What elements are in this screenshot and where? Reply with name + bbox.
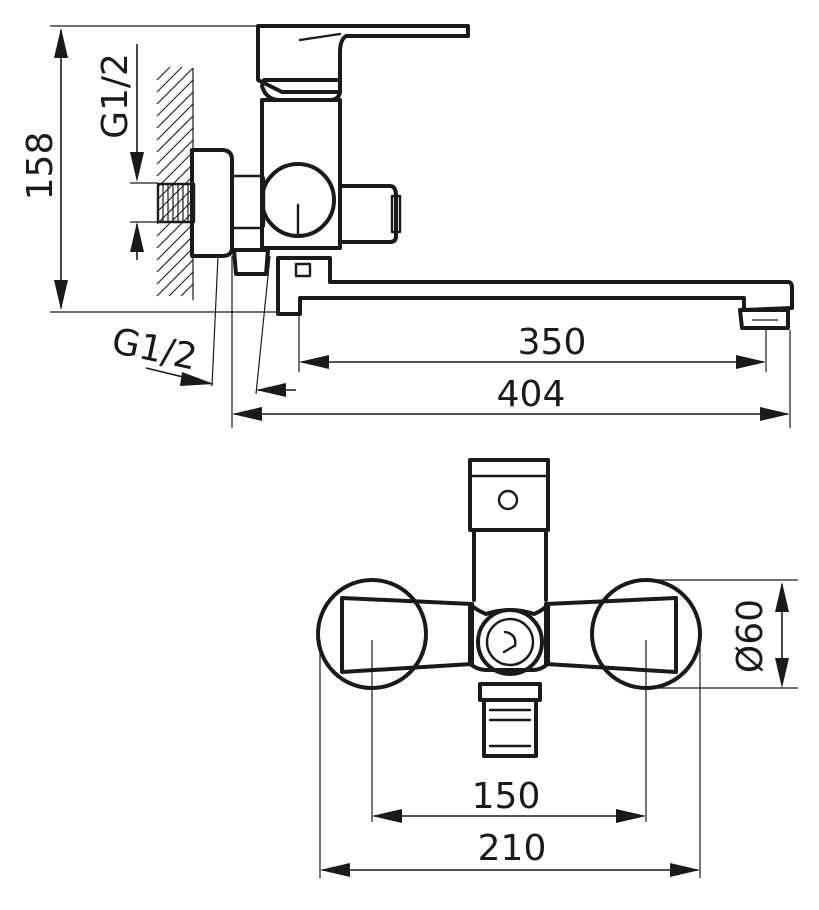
outlet-thread-dimension: G1/2 [108,321,296,397]
spout-aerator [738,308,790,330]
wall-thread-dimension: G1/2 [95,44,158,260]
outlet-thread-label: G1/2 [108,321,200,379]
height-dimension: 158 [20,28,68,310]
shower-outlet [232,248,270,276]
spout-reach-dimension: 350 [299,322,766,369]
left-connector-arm [340,596,474,674]
connection-spacing-dimension: 150 [372,776,646,823]
connection-spacing-label: 150 [472,776,541,817]
eccentric-connector [230,174,266,230]
flange-diameter-label: Ø60 [730,599,771,673]
front-shower-outlet [478,682,542,702]
threaded-nipple [156,182,196,224]
overall-width-dimension: 210 [320,828,700,877]
central-housing [468,602,550,672]
wall-flange [190,148,234,258]
overall-length-dimension: 404 [232,374,790,421]
diverter-arrow-icon [502,630,517,654]
wall-thread-label: G1/2 [95,53,136,139]
lever-handle [256,24,470,94]
front-diverter-knob [476,608,544,676]
right-boss [338,184,398,244]
overall-width-label: 210 [478,828,547,869]
side-view: 158 G1/2 G1/2 350 [20,24,794,428]
front-lever-handle [468,458,550,532]
front-view: Ø60 150 210 [316,458,798,878]
spout [276,256,794,316]
overall-length-label: 404 [497,374,566,415]
spout-reach-label: 350 [518,322,587,363]
front-body-column [472,528,548,602]
right-connector-arm [544,596,678,674]
temperature-indicator-icon [497,489,519,511]
height-label: 158 [20,132,61,201]
flange-diameter-dimension: Ø60 [730,582,789,688]
